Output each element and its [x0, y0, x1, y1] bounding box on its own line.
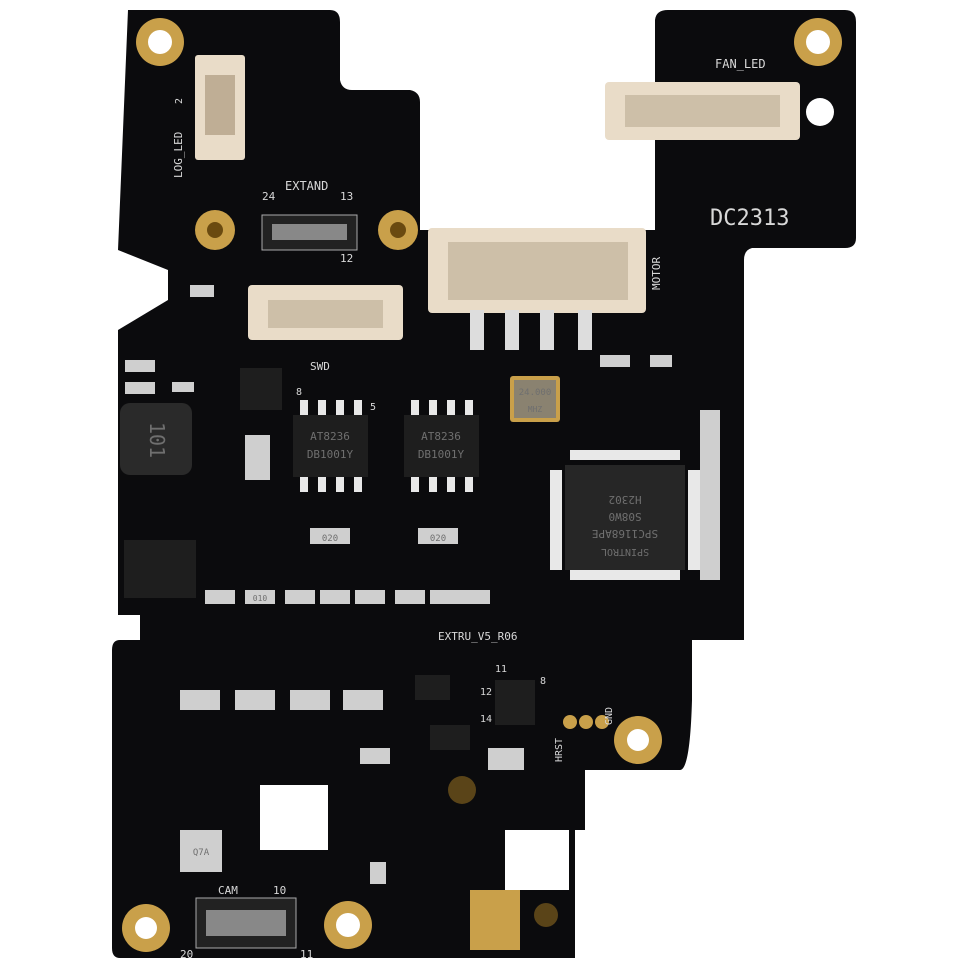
inductor-marking: 101: [145, 422, 169, 458]
resistor-marking: 020: [322, 534, 338, 544]
label-date-code: DC2313: [710, 206, 789, 231]
label-motor: MOTOR: [650, 257, 663, 290]
test-pad: [579, 715, 593, 729]
driver-2-line2: DB1001Y: [418, 448, 465, 461]
label-fan-led: FAN_LED: [715, 57, 766, 71]
resistor-marking: 010: [253, 594, 268, 603]
log-led-connector: [195, 55, 245, 160]
mcu-brand: SPINTROL: [601, 546, 649, 557]
label-qfn-11: 11: [495, 664, 507, 675]
label-swd: SWD: [310, 360, 330, 373]
label-cam-11: 11: [300, 948, 313, 961]
driver-2-line1: AT8236: [421, 430, 461, 443]
crystal-freq: 24.000: [519, 388, 552, 398]
mcu-lot: S08W0: [608, 510, 641, 523]
mcu-part: SPC1168APE: [592, 527, 658, 540]
label-pin-5: 5: [370, 402, 376, 413]
label-extand: EXTAND: [285, 179, 328, 193]
cutout: [260, 785, 328, 850]
label-qfn-8: 8: [540, 676, 546, 687]
label-extand-13: 13: [340, 190, 353, 203]
driver-pins: [300, 400, 473, 492]
resistor-marking: 020: [430, 534, 446, 544]
label-cam: CAM: [218, 884, 238, 897]
label-pin-8: 8: [296, 387, 302, 398]
label-log-led: LOG_LED: [172, 132, 185, 178]
driver-1-line1: AT8236: [310, 430, 350, 443]
label-extand-12: 12: [340, 252, 353, 265]
swd-connector: [248, 285, 403, 340]
cutout: [505, 830, 569, 890]
label-qfn-12: 12: [480, 687, 492, 698]
test-pad: [563, 715, 577, 729]
cam-connector: [195, 897, 297, 949]
passive-components: [125, 285, 720, 884]
test-pad: [595, 715, 609, 729]
extand-connector: [261, 214, 358, 251]
driver-ic-1: AT8236 DB1001Y: [293, 415, 368, 477]
sensor-ic: [240, 368, 282, 410]
fan-led-connector: [605, 82, 800, 140]
label-gnd: GND: [604, 707, 615, 725]
crystal: 24.000 MHZ: [510, 376, 560, 422]
mcu-date: H2302: [608, 493, 641, 506]
label-hrst: HRST: [554, 738, 565, 762]
qfn-chip: [495, 680, 535, 725]
label-extand-24: 24: [262, 190, 276, 203]
mcu-chip: SPINTROL SPC1168APE S08W0 H2302: [550, 450, 700, 580]
driver-1-line2: DB1001Y: [307, 448, 354, 461]
sot-chip: [415, 675, 450, 700]
crystal-unit: MHZ: [528, 405, 543, 414]
label-cam-20: 20: [180, 948, 193, 961]
mounting-holes: [122, 18, 842, 952]
motor-connector: [428, 228, 646, 350]
label-cam-10: 10: [273, 884, 286, 897]
small-crystal-marking: Q7A: [193, 848, 210, 858]
driver-ic-2: AT8236 DB1001Y: [404, 415, 479, 477]
label-board-name: EXTRU_V5_R06: [438, 630, 517, 643]
sop-ic: [124, 540, 196, 598]
label-log-led-pin: 2: [174, 98, 185, 104]
inductor: 101: [120, 403, 192, 475]
sot-chip: [430, 725, 470, 750]
label-qfn-14: 14: [480, 714, 492, 725]
